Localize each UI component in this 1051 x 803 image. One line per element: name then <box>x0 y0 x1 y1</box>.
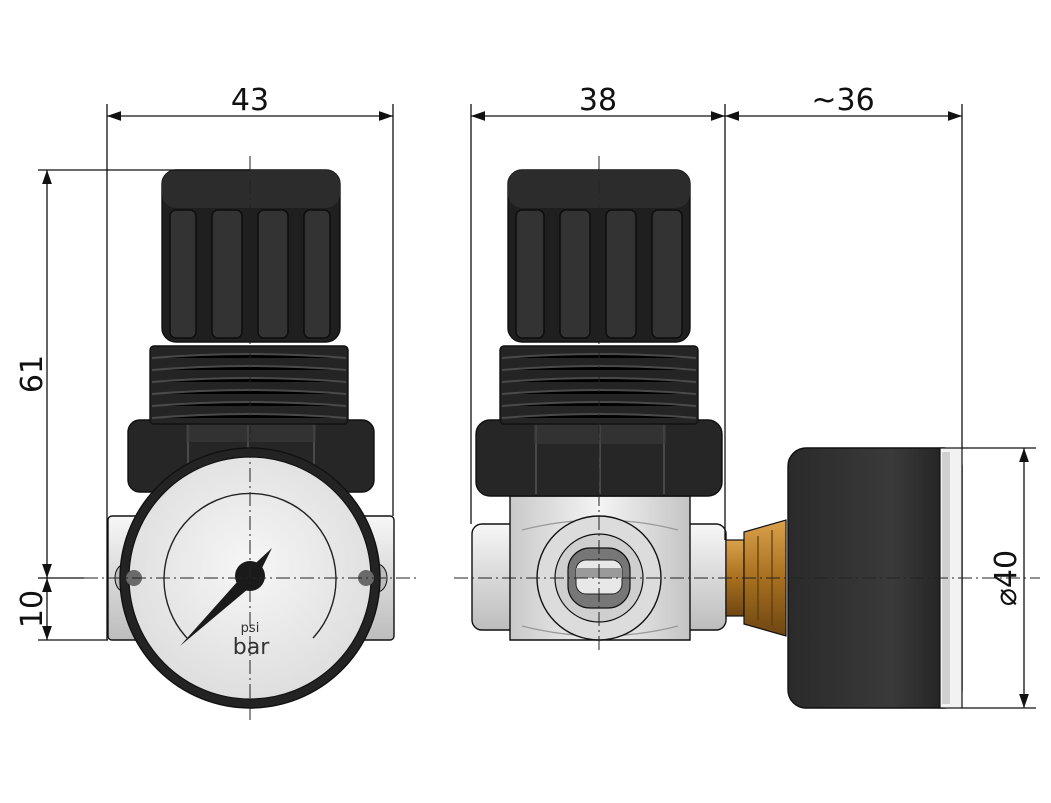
dim-label-width-front: 43 <box>231 83 269 118</box>
side-view <box>454 156 1040 709</box>
dim-label-height-total: 61 <box>15 355 50 393</box>
front-view: psi bar <box>84 156 418 720</box>
dimension-labels: 43 38 ~36 61 10 ⌀40 <box>15 83 1024 628</box>
dim-label-gauge-projection: ~36 <box>811 83 874 118</box>
gauge-unit-bar: bar <box>233 635 270 660</box>
front-threaded-bonnet <box>149 345 349 425</box>
front-adjustment-knob <box>161 169 341 343</box>
side-brass-fitting <box>725 519 787 637</box>
dim-label-port-offset: 10 <box>15 590 50 628</box>
dim-label-gauge-diameter: ⌀40 <box>989 550 1024 606</box>
dim-label-width-side: 38 <box>579 83 617 118</box>
gauge-unit-psi: psi <box>241 621 260 636</box>
dimension-lines <box>38 104 1036 709</box>
